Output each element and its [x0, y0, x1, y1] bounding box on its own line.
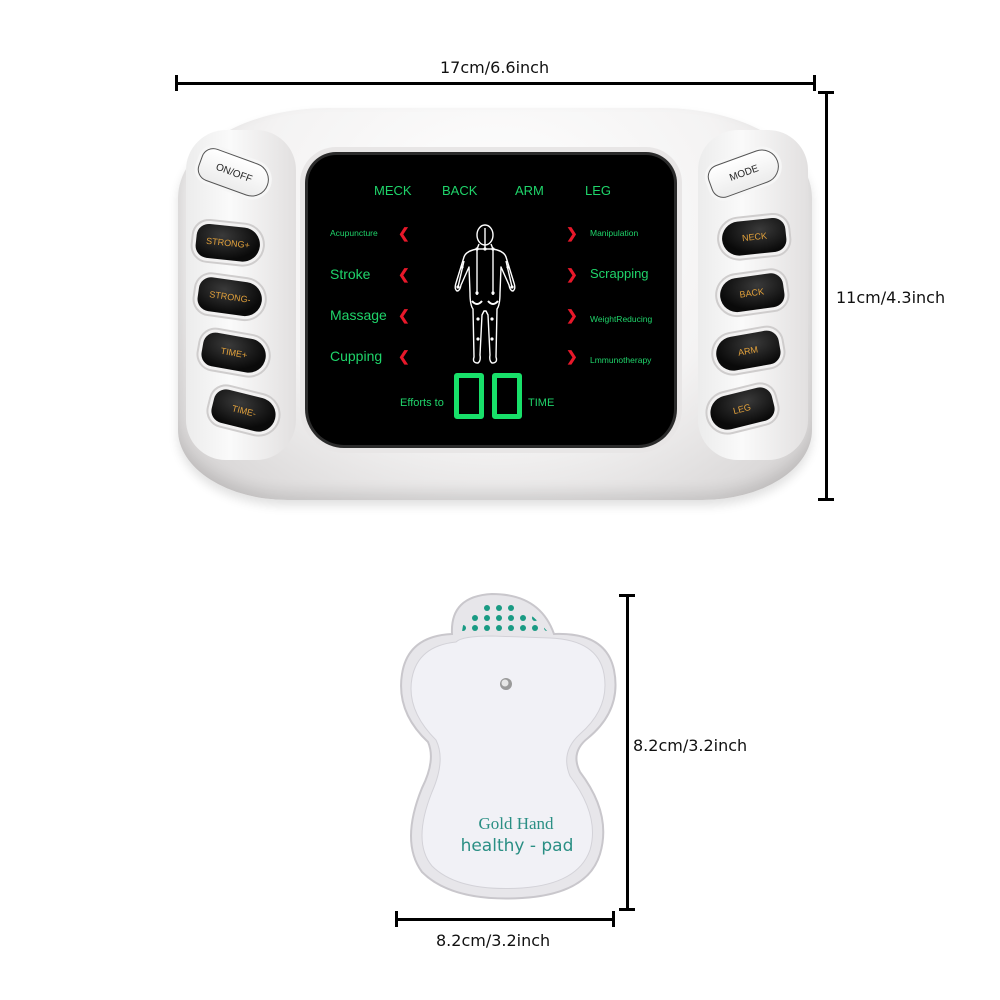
body-part-neck: MECK [374, 183, 412, 198]
button-label: ON/OFF [214, 161, 254, 185]
pad-brand: Gold Hand [478, 814, 554, 833]
pad-product-name: healthy - pad [460, 836, 574, 856]
button-label: MODE [728, 162, 760, 184]
timer-display [454, 373, 524, 421]
chevron-left-icon: ❮ [398, 266, 410, 282]
electrode-pad: Gold Hand healthy - pad [392, 592, 624, 910]
chevron-left-icon: ❮ [398, 225, 410, 241]
time-label: TIME [528, 397, 555, 409]
timer-digit [454, 373, 484, 419]
button-label: TIME+ [219, 345, 249, 361]
pad-height-label: 8.2cm/3.2inch [633, 736, 748, 755]
mode-cupping: Cupping [330, 348, 383, 364]
mode-acupuncture: Acupuncture [330, 228, 378, 238]
pad-width-label: 8.2cm/3.2inch [436, 931, 551, 950]
chevron-right-icon: ❯ [566, 225, 578, 241]
efforts-label: Efforts to [400, 397, 444, 409]
dimension-tick [619, 594, 635, 597]
chevron-right-icon: ❯ [566, 266, 578, 282]
chevron-left-icon: ❮ [398, 307, 410, 323]
pad-shape [400, 592, 617, 900]
lcd-screen: MECK BACK ARM LEG Acupuncture Stroke Mas… [308, 155, 674, 445]
dimension-tick [175, 75, 178, 91]
chevron-right-icon: ❯ [566, 348, 578, 364]
mode-manipulation: Manipulation [590, 228, 639, 238]
dimension-line [396, 918, 614, 921]
dimension-line [626, 595, 629, 910]
dimension-tick [813, 75, 816, 91]
body-part-leg: LEG [585, 183, 612, 198]
device-height-label: 11cm/4.3inch [836, 288, 946, 307]
dimension-tick [818, 91, 834, 94]
chevron-left-icon: ❮ [398, 348, 410, 364]
button-label: BACK [739, 286, 765, 300]
neck-button[interactable]: NECK [720, 216, 788, 258]
dimension-tick [395, 911, 398, 927]
device-width-label: 17cm/6.6inch [440, 58, 550, 77]
mode-weight-reducing: WeightReducing [590, 314, 653, 324]
chevron-right-icon: ❯ [566, 307, 578, 323]
dimension-tick [818, 498, 834, 501]
button-label: TIME- [230, 403, 258, 419]
button-label: ARM [737, 344, 759, 358]
body-part-arm: ARM [515, 183, 544, 198]
human-body-icon [454, 224, 516, 364]
body-part-back: BACK [442, 183, 478, 198]
button-label: NECK [741, 230, 767, 244]
timer-digit [492, 373, 522, 419]
mode-scrapping: Scrapping [590, 266, 649, 281]
dimension-line [825, 92, 828, 500]
button-label: STRONG- [208, 289, 252, 305]
button-label: STRONG+ [205, 235, 251, 251]
mode-immunotherapy: Lmmunotherapy [590, 355, 652, 365]
mode-stroke: Stroke [330, 266, 371, 282]
mode-massage: Massage [330, 307, 387, 323]
dimension-tick [619, 908, 635, 911]
dimension-line [176, 82, 816, 85]
dimension-tick [612, 911, 615, 927]
button-label: LEG [732, 401, 752, 417]
